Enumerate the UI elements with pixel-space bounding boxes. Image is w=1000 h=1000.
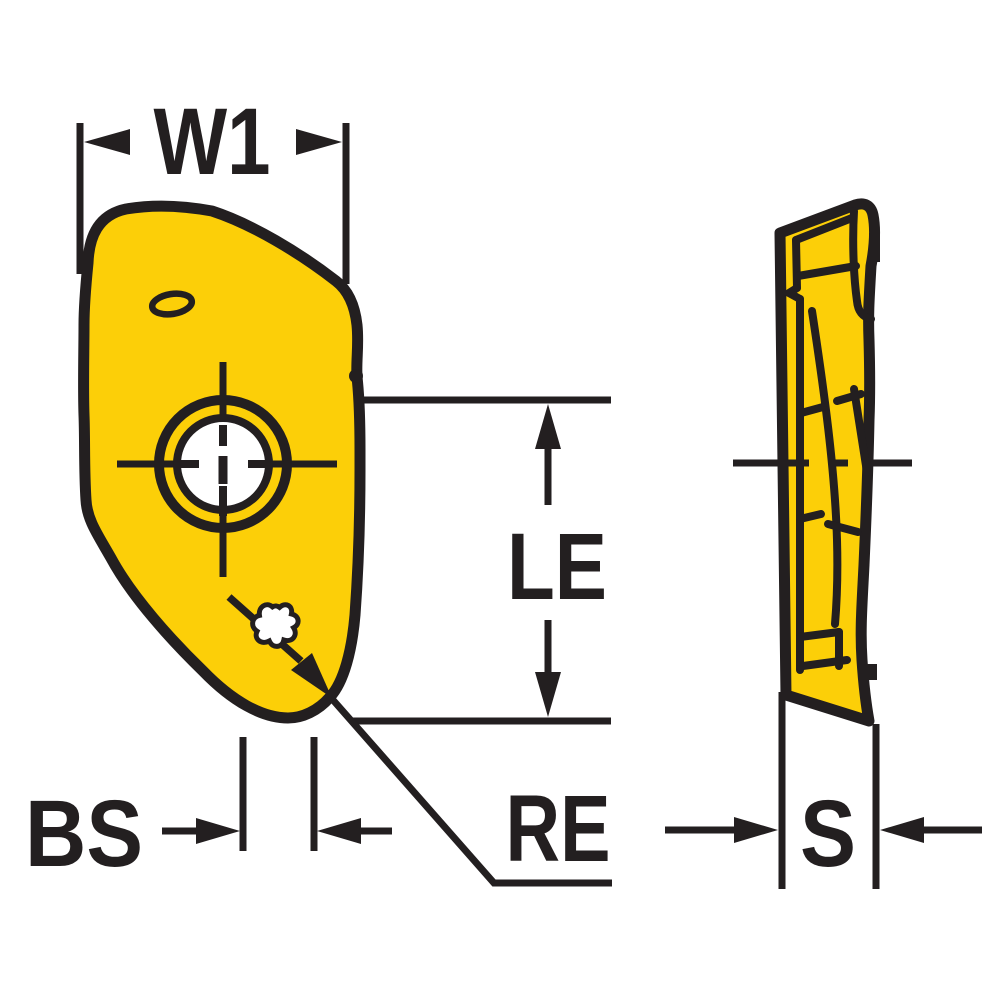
sparkle-icon — [250, 602, 301, 649]
orientation-mark — [148, 290, 196, 318]
dimension-s: S — [665, 692, 982, 889]
detail-line — [792, 214, 856, 244]
cutting-edge-pointer — [226, 594, 332, 698]
dimension-re: RE — [330, 697, 612, 887]
arrowhead-up-icon — [535, 404, 561, 449]
edge-notch — [349, 369, 363, 383]
detail-line — [808, 307, 842, 628]
detail-dash — [797, 403, 827, 417]
insert-side-view — [733, 198, 912, 727]
detail-dash — [796, 510, 825, 523]
arrowhead-right-icon — [734, 817, 778, 843]
side-view-detail-lines — [781, 207, 875, 674]
detail-line — [794, 262, 860, 280]
detail-dash — [833, 390, 865, 405]
dim-label-re: RE — [506, 776, 611, 882]
arrowhead-left-icon — [84, 129, 130, 155]
edge-tab-top — [869, 233, 880, 262]
dimension-le: LE — [352, 396, 611, 725]
leader-line — [330, 697, 612, 887]
detail-line — [796, 628, 843, 641]
detail-line — [781, 284, 804, 303]
arrowhead-right-icon — [296, 129, 342, 155]
dim-label-le: LE — [507, 514, 607, 620]
screw-hole — [154, 395, 292, 533]
dim-label-bs: BS — [25, 781, 143, 887]
dim-label-w1: W1 — [154, 89, 271, 195]
arrowhead-down-icon — [535, 672, 561, 717]
hole-center-ticks — [176, 425, 269, 516]
insert-front-view — [78, 200, 366, 724]
detail-line — [792, 236, 801, 292]
arrowhead-left-icon — [880, 817, 924, 843]
edge-tab-bottom — [866, 664, 877, 680]
dimension-w1: W1 — [76, 89, 350, 284]
detail-line — [850, 385, 871, 476]
dimension-bs: BS — [25, 737, 392, 887]
pointer-arrowhead-icon — [291, 653, 332, 698]
arrowhead-left-icon — [317, 818, 361, 844]
hole-countersink — [154, 395, 292, 533]
detail-dash — [824, 520, 862, 536]
detail-line — [849, 207, 875, 323]
dim-label-s: S — [800, 781, 856, 887]
detail-line — [799, 656, 851, 670]
arrowhead-right-icon — [196, 818, 240, 844]
